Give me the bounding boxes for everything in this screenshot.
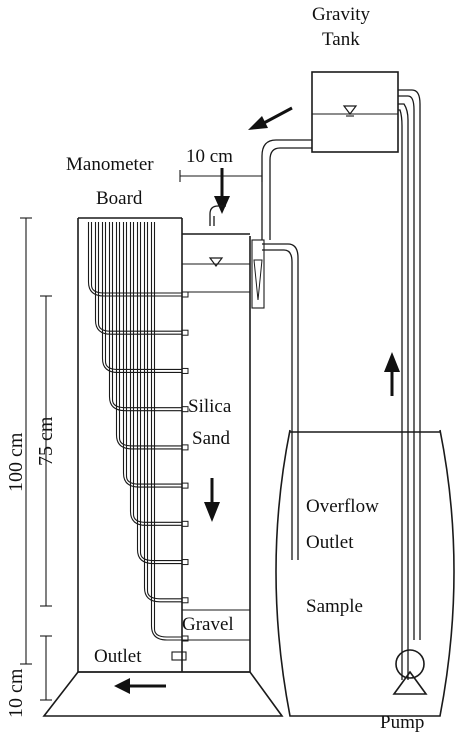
pressure-tap [181,406,189,413]
overflow-weir [251,239,299,560]
manometer-tube [115,222,182,450]
pump-label: Pump [380,712,424,733]
sample-tank [275,429,455,717]
sample-label: Sample [306,596,363,617]
pressure-tap [181,520,189,527]
pump-icon [392,649,428,695]
pressure-tap [181,329,189,336]
base-stand [42,671,284,717]
arrow-icon [384,352,400,396]
arrow-icon [114,678,166,694]
manometer-tube [87,222,182,297]
dimension-75cm [40,295,52,607]
water-level-icon [342,105,358,115]
dimension-100cm [20,217,32,665]
manometer-label-line2: Board [96,188,143,209]
soil-column [77,217,251,672]
pressure-tap [181,367,189,374]
manometer-tube [94,222,182,335]
pressure-tap [181,482,189,489]
outlet-label: Outlet [94,646,142,667]
pressure-tap [181,597,189,604]
overflow-label-line1: Overflow [306,496,379,517]
dim-bottom-label: 10 cm [5,668,27,718]
arrow-icon [248,106,293,130]
manometer-tube [150,222,182,641]
manometer-tubes [87,222,189,642]
manometer-tube [143,222,182,603]
arrow-icon [204,478,220,522]
manometer-tube [129,222,182,526]
arrow-icon [214,168,230,214]
dim-top-label: 10 cm [186,146,233,167]
silica-label-line2: Sand [192,428,231,449]
pressure-tap [181,444,189,451]
manometer-tube [136,222,182,565]
overflow-label-line2: Outlet [306,532,354,553]
manometer-tube [108,222,182,412]
dim-sand-label: 75 cm [35,416,57,466]
gravity-tank-label-line1: Gravity [312,4,371,25]
manometer-tube [101,222,182,373]
manometer-label-line1: Manometer [66,154,154,175]
gravity-tank [311,71,399,153]
pressure-tap [181,291,189,298]
return-pipe [398,89,421,680]
supply-pipe [261,139,312,240]
pressure-tap [181,559,189,566]
silica-label-line1: Silica [188,396,232,417]
gravity-tank-label-line2: Tank [322,29,360,50]
manometer-tube [122,222,182,488]
water-level-icon [208,257,224,267]
gravel-label: Gravel [182,614,234,635]
pressure-tap [181,635,189,642]
dim-total-label: 100 cm [5,432,27,492]
dimension-10cm-bottom [40,635,52,701]
